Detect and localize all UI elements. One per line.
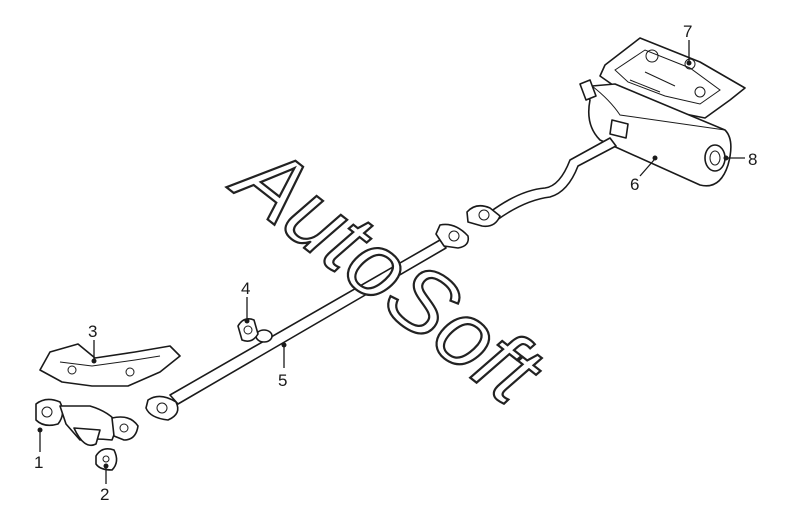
leader-lines	[37, 40, 745, 484]
hanger-rubber	[237, 318, 259, 342]
front-pipe-catalyst	[35, 398, 139, 447]
watermark-text: AutoSoft	[214, 122, 562, 425]
center-pipe	[145, 223, 470, 421]
heat-shield-front	[39, 343, 181, 387]
callout-8: 8	[748, 150, 757, 169]
intermediate-pipe	[466, 137, 617, 228]
callout-6: 6	[630, 175, 639, 194]
gasket	[95, 448, 118, 471]
heat-shield-rear	[599, 37, 746, 119]
callout-3: 3	[88, 322, 97, 341]
callout-2: 2	[100, 485, 109, 504]
rear-muffler	[579, 79, 732, 187]
callout-4: 4	[241, 279, 250, 298]
callout-7: 7	[683, 22, 692, 41]
callout-5: 5	[278, 371, 287, 390]
callout-1: 1	[34, 453, 43, 472]
